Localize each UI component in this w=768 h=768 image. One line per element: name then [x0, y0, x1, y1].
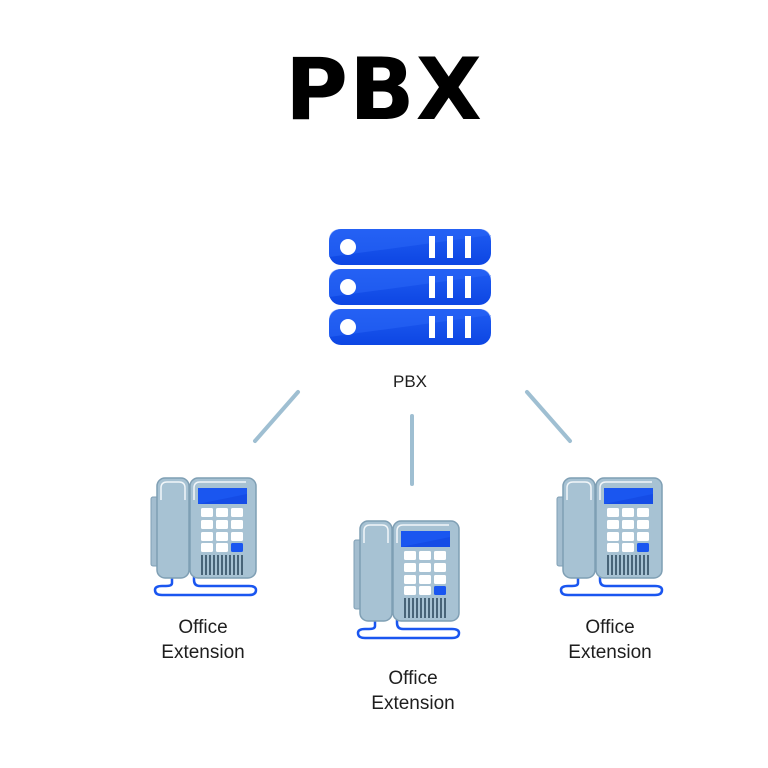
keypad-key: [419, 551, 431, 560]
keypad-key: [622, 520, 634, 529]
extension-label-line2: Extension: [161, 642, 244, 663]
base-highlight: [193, 481, 246, 500]
extension-label-right: Office Extension: [568, 617, 651, 663]
keypad-key: [622, 532, 634, 541]
vent-bar: [429, 236, 435, 258]
screen-shade: [198, 494, 247, 504]
server-unit: [329, 309, 491, 345]
vent-bar: [429, 276, 435, 298]
handset: [562, 477, 596, 579]
phone-cord: [559, 577, 664, 597]
base-highlight: [396, 524, 449, 543]
extension-label-line1: Office: [585, 617, 634, 638]
connector-right: [525, 390, 572, 443]
vent-bar: [465, 276, 471, 298]
keypad-key: [607, 532, 619, 541]
extension-label-line1: Office: [388, 668, 437, 689]
extension-label-middle: Office Extension: [371, 668, 454, 714]
keypad-key: [419, 586, 431, 595]
connector-left: [253, 390, 300, 443]
keypad-key: [201, 508, 213, 517]
keypad-key: [637, 532, 649, 541]
handset: [156, 477, 190, 579]
keypad-key: [216, 543, 228, 552]
keypad-key: [216, 532, 228, 541]
vent-bar: [429, 316, 435, 338]
handset-highlight: [160, 481, 186, 500]
screen-shade: [604, 494, 653, 504]
status-led-icon: [340, 279, 356, 295]
keypad-key-accent: [231, 543, 243, 552]
keypad-key: [434, 551, 446, 560]
desk-phone-icon: [150, 477, 258, 597]
server-unit: [329, 229, 491, 265]
status-led-icon: [340, 239, 356, 255]
keypad-key: [607, 520, 619, 529]
connectors: [253, 390, 572, 486]
vent-bar: [447, 316, 453, 338]
keypad-key: [404, 586, 416, 595]
phone-cord: [356, 620, 461, 640]
desk-phone-icon: [353, 520, 461, 640]
keypad-key: [231, 520, 243, 529]
vent-bar: [465, 236, 471, 258]
extension-label-line2: Extension: [568, 642, 651, 663]
keypad-key: [231, 508, 243, 517]
keypad-key: [622, 508, 634, 517]
desk-phone-icon: [556, 477, 664, 597]
vent-bar: [465, 316, 471, 338]
keypad-key: [201, 532, 213, 541]
keypad-key: [216, 520, 228, 529]
screen-shade: [401, 537, 450, 547]
keypad-key: [607, 543, 619, 552]
keypad-key: [622, 543, 634, 552]
server-unit: [329, 269, 491, 305]
keypad-key: [231, 532, 243, 541]
keypad-key: [201, 543, 213, 552]
keypad-key: [607, 508, 619, 517]
server-label: PBX: [393, 372, 427, 391]
keypad-key: [419, 563, 431, 572]
vent-bar: [447, 276, 453, 298]
keypad-key: [201, 520, 213, 529]
keypad-key: [434, 563, 446, 572]
keypad-key: [419, 575, 431, 584]
keypad-key-accent: [637, 543, 649, 552]
vent-bar: [447, 236, 453, 258]
keypad-key: [404, 563, 416, 572]
keypad-key: [404, 551, 416, 560]
keypad-key-accent: [434, 586, 446, 595]
keypad-key: [216, 508, 228, 517]
keypad-key: [637, 520, 649, 529]
handset-highlight: [363, 524, 389, 543]
keypad-key: [434, 575, 446, 584]
handset-highlight: [566, 481, 592, 500]
extension-label-left: Office Extension: [161, 617, 244, 663]
base-highlight: [599, 481, 652, 500]
server-rack-icon: [329, 229, 491, 345]
phone-cord: [153, 577, 258, 597]
extension-label-line2: Extension: [371, 693, 454, 714]
keypad-key: [404, 575, 416, 584]
handset: [359, 520, 393, 622]
keypad-key: [637, 508, 649, 517]
extension-label-line1: Office: [178, 617, 227, 638]
page-title: PBX: [285, 40, 483, 140]
status-led-icon: [340, 319, 356, 335]
